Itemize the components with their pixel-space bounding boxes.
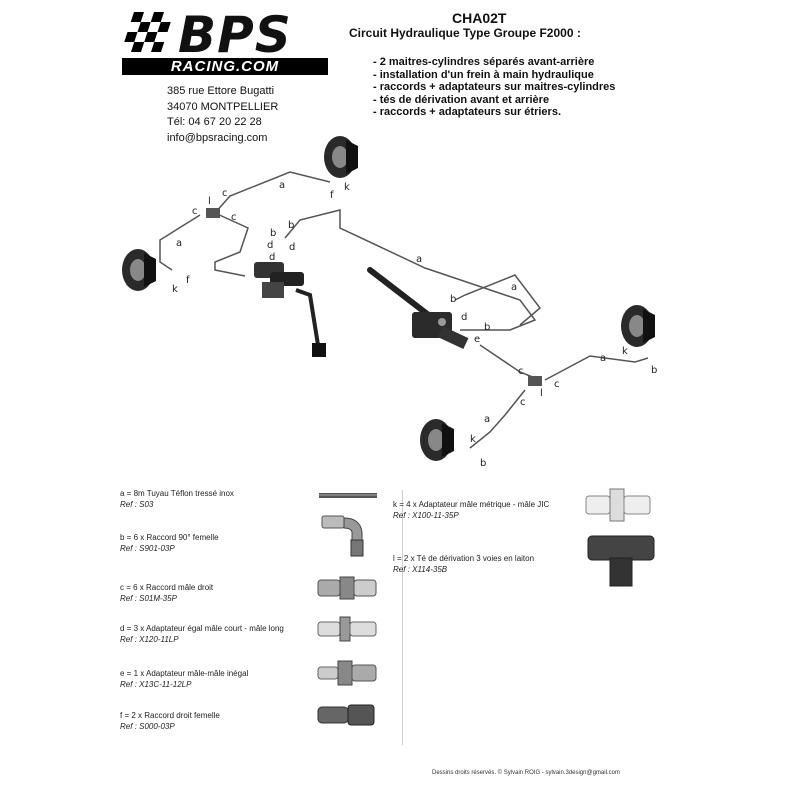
unequal-adapter-icon: [317, 660, 377, 686]
label-d: d: [461, 312, 467, 323]
label-k: k: [470, 434, 476, 445]
label-a: a: [176, 238, 182, 249]
braided-hose-icon: [319, 493, 377, 498]
part-item-l: l = 2 x Té de dérivation 3 voies en lait…: [393, 554, 534, 574]
address-street: 385 rue Ettore Bugatti: [167, 85, 275, 97]
part-name: k = 4 x Adaptateur mâle métrique - mâle …: [393, 500, 550, 509]
label-c: c: [554, 379, 560, 390]
bps-racing-logo: BPS RACING.COM: [120, 8, 330, 78]
equal-adapter-icon: [317, 616, 377, 642]
part-item-b: b = 6 x Raccord 90° femelle Ref : S901-0…: [120, 533, 219, 553]
parts-divider: [402, 490, 403, 745]
label-b: b: [484, 322, 490, 333]
feature-list: - 2 maitres-cylindres séparés avant-arri…: [373, 56, 615, 119]
label-d: d: [267, 240, 273, 251]
hydraulic-handbrake-icon: [367, 267, 469, 349]
part-ref: Ref : S901-03P: [120, 544, 175, 553]
part-ref: Ref : X114-35B: [393, 565, 448, 574]
part-name: b = 6 x Raccord 90° femelle: [120, 533, 219, 542]
label-l: l: [208, 196, 211, 207]
label-b: b: [480, 458, 486, 469]
label-d: d: [289, 242, 295, 253]
company-address: 385 rue Ettore Bugatti 34070 MONTPELLIER…: [167, 84, 278, 146]
logo-sub-text: RACING.COM: [122, 58, 328, 75]
part-name: l = 2 x Té de dérivation 3 voies en lait…: [393, 554, 535, 563]
part-name: e = 1 x Adaptateur mâle-mâle inégal: [120, 669, 249, 678]
address-city: 34070 MONTPELLIER: [167, 100, 279, 113]
address-email: info@bpsracing.com: [167, 131, 268, 144]
part-name: d = 3 x Adaptateur égal mâle court - mâl…: [120, 624, 284, 633]
part-ref: Ref : S03: [120, 500, 154, 509]
brass-tee-icon: [587, 535, 655, 587]
part-ref: Ref : X100-11-35P: [393, 511, 459, 520]
label-a: a: [511, 282, 517, 293]
label-a: a: [484, 414, 490, 425]
diagram-labels: a a a a a a c c c c c c l l f f k k k k …: [172, 180, 657, 469]
part-name: c = 6 x Raccord mâle droit: [120, 583, 214, 592]
label-e: e: [474, 334, 480, 345]
part-ref: Ref : X120-11LP: [120, 635, 179, 644]
feature-item: - raccords + adaptateurs sur maitres-cyl…: [373, 81, 616, 93]
part-name: a = 8m Tuyau Téflon tressé inox: [120, 489, 234, 498]
part-item-e: e = 1 x Adaptateur mâle-mâle inégal Ref …: [120, 669, 248, 689]
label-k: k: [172, 284, 178, 295]
jic-adapter-icon: [585, 488, 651, 522]
label-l: l: [540, 388, 543, 399]
label-c: c: [192, 206, 198, 217]
address-phone: Tél: 04 67 20 22 28: [167, 116, 262, 128]
feature-item: - 2 maitres-cylindres séparés avant-arri…: [373, 56, 595, 68]
brake-disc-rear-left-icon: [621, 305, 655, 347]
tee-fitting-rear-icon: [528, 376, 542, 386]
tee-fitting-front-icon: [206, 208, 220, 218]
label-a: a: [600, 353, 606, 364]
label-c: c: [518, 366, 524, 377]
part-item-f: f = 2 x Raccord droit femelle Ref : S000…: [120, 711, 220, 731]
part-item-k: k = 4 x Adaptateur mâle métrique - mâle …: [393, 500, 549, 520]
label-c: c: [222, 188, 228, 199]
logo-main-text: BPS: [178, 6, 292, 64]
label-k: k: [622, 346, 628, 357]
brake-disc-rear-right-icon: [420, 419, 454, 461]
document-reference: CHA02T: [452, 10, 507, 26]
label-a: a: [279, 180, 285, 191]
label-f: f: [186, 275, 190, 286]
brake-disc-front-left-icon: [324, 136, 358, 178]
elbow-fitting-icon: [321, 515, 364, 557]
part-ref: Ref : S01M-35P: [120, 594, 177, 603]
label-d: d: [269, 252, 275, 263]
label-a: a: [416, 254, 422, 265]
document-title: Circuit Hydraulique Type Groupe F2000 :: [349, 26, 581, 40]
label-k: k: [344, 182, 350, 193]
copyright-footer: Dessins droits réservés. © Sylvain ROIG …: [432, 770, 620, 776]
brake-disc-front-right-icon: [122, 249, 156, 291]
label-b: b: [450, 294, 456, 305]
male-fitting-icon: [317, 576, 377, 600]
label-f: f: [330, 190, 334, 201]
part-ref: Ref : X13C-11-12LP: [120, 680, 192, 689]
part-item-c: c = 6 x Raccord mâle droit Ref : S01M-35…: [120, 583, 213, 603]
label-c: c: [231, 212, 237, 223]
part-name: f = 2 x Raccord droit femelle: [120, 711, 220, 720]
label-b: b: [288, 220, 294, 231]
part-item-d: d = 3 x Adaptateur égal mâle court - mâl…: [120, 624, 284, 644]
part-ref: Ref : S000-03P: [120, 722, 175, 731]
label-b: b: [270, 228, 276, 239]
feature-item: - tés de dérivation avant et arrière: [373, 93, 550, 106]
feature-item: - installation d'un frein à main hydraul…: [373, 68, 594, 81]
pedal-box-icon: [254, 262, 326, 357]
female-fitting-icon: [317, 704, 375, 726]
label-c: c: [520, 397, 526, 408]
brake-lines: [159, 171, 649, 449]
part-item-a: a = 8m Tuyau Téflon tressé inox Ref : S0…: [120, 489, 234, 509]
checkered-flag-icon: [124, 12, 171, 52]
feature-item: - raccords + adaptateurs sur étriers.: [373, 106, 561, 118]
label-b: b: [651, 365, 657, 376]
hydraulic-circuit-diagram: a a a a a a c c c c c c l l f f k k k k …: [122, 136, 657, 469]
